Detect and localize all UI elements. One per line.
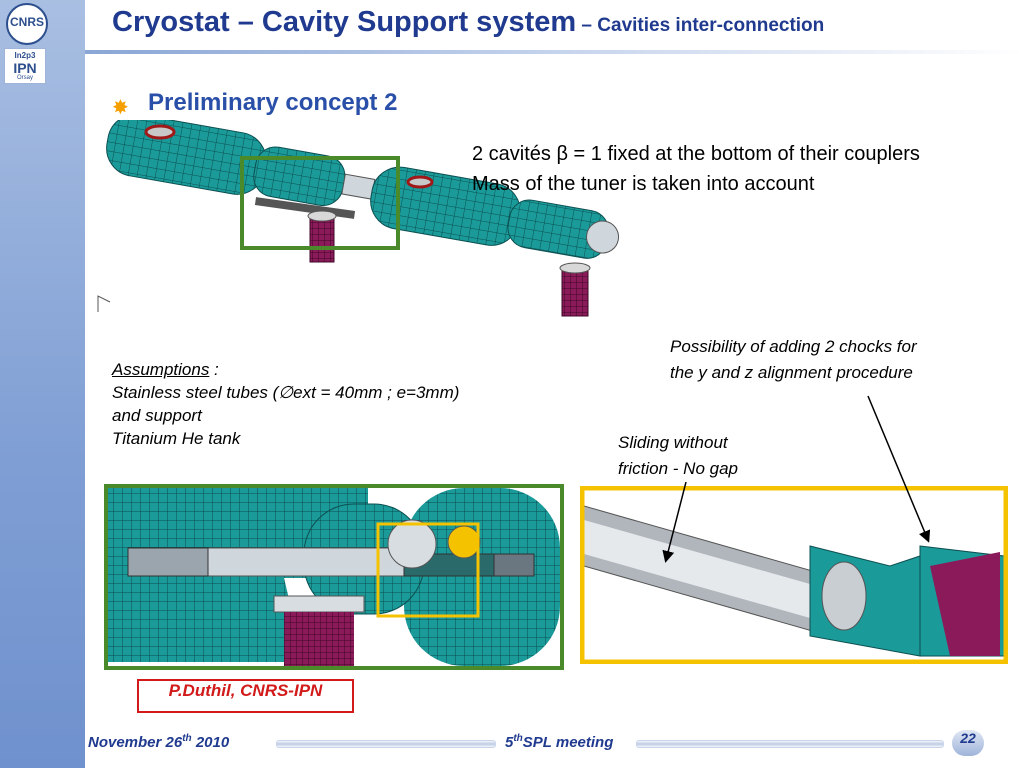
assumptions-block: Assumptions : Stainless steel tubes (∅ex… bbox=[112, 358, 459, 450]
footer-meeting: 5thSPL meeting bbox=[505, 733, 613, 751]
section-heading: Preliminary concept 2 bbox=[148, 89, 398, 116]
sliding-note-line-2: friction - No gap bbox=[618, 459, 738, 478]
assumptions-line-1: Stainless steel tubes (∅ext = 40mm ; e=3… bbox=[112, 383, 460, 402]
description-line-1: 2 cavités β = 1 fixed at the bottom of t… bbox=[472, 143, 920, 165]
slide-title: Cryostat – Cavity Support system – Cavit… bbox=[112, 6, 824, 39]
footer-date-year: 2010 bbox=[191, 734, 230, 751]
cavity-assembly-model bbox=[97, 120, 620, 317]
assumptions-line-2: and support bbox=[112, 406, 202, 425]
chocks-note: Possibility of adding 2 chocks for the y… bbox=[670, 334, 917, 386]
page-number: 22 bbox=[952, 730, 984, 756]
assumptions-line-3: Titanium He tank bbox=[112, 429, 241, 448]
footer-date-sup: th bbox=[182, 733, 192, 744]
footer-meeting-sup: th bbox=[513, 733, 523, 744]
footer-meeting-text: SPL meeting bbox=[522, 734, 614, 751]
in2p3-text: In2p3 bbox=[14, 51, 36, 60]
title-underline bbox=[85, 50, 1024, 54]
chocks-note-line-2: the y and z alignment procedure bbox=[670, 363, 913, 382]
interconnection-detail-view bbox=[104, 484, 564, 670]
chocks-arrow bbox=[867, 395, 931, 543]
chocks-note-line-1: Possibility of adding 2 chocks for bbox=[670, 337, 917, 356]
title-sub: – Cavities inter-connection bbox=[576, 15, 825, 36]
description-text: 2 cavités β = 1 fixed at the bottom of t… bbox=[472, 139, 920, 199]
sunburst-bullet-icon: ✸ bbox=[112, 97, 129, 119]
assumptions-label: Assumptions bbox=[112, 360, 210, 379]
ipn-text: IPN bbox=[13, 60, 37, 76]
sliding-note: Sliding without friction - No gap bbox=[618, 430, 738, 482]
footer-date: November 26th 2010 bbox=[88, 733, 229, 751]
footer-meeting-num: 5 bbox=[505, 734, 514, 751]
left-sidebar: CNRS In2p3 IPN Orsay bbox=[0, 0, 85, 768]
credit-box: P.Duthil, CNRS-IPN bbox=[137, 679, 354, 713]
sliding-arrow bbox=[662, 481, 687, 563]
sliding-tube-detail-view bbox=[580, 486, 1008, 664]
cnrs-logo-text: CNRS bbox=[9, 15, 44, 29]
footer-date-main: November 26 bbox=[88, 734, 183, 751]
footer-bar-right bbox=[636, 740, 944, 748]
sliding-note-line-1: Sliding without bbox=[618, 433, 728, 452]
description-line-2: Mass of the tuner is taken into account bbox=[472, 173, 815, 195]
orsay-text: Orsay bbox=[16, 75, 33, 81]
ipn-logo: In2p3 IPN Orsay bbox=[4, 48, 46, 84]
assumptions-colon: : bbox=[209, 360, 219, 379]
cnrs-logo: CNRS bbox=[6, 3, 48, 45]
footer-bar-left bbox=[276, 740, 496, 748]
title-main: Cryostat – Cavity Support system bbox=[112, 6, 577, 38]
